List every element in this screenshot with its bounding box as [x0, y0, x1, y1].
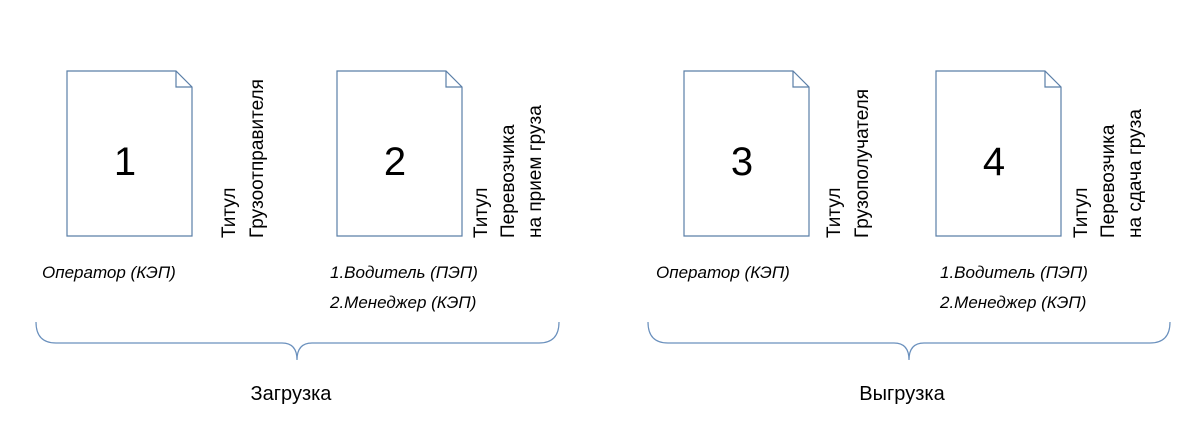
document-fold: [175, 71, 192, 88]
document-number: 2: [384, 140, 406, 184]
document-4: 4 Титул Перевозчика на сдача груза 1.Вод…: [935, 70, 1146, 312]
document-title-line-2: Грузоотправителя: [247, 79, 268, 238]
document-fold: [1044, 71, 1061, 88]
document-3: 3 Титул Грузополучателя Оператор (КЭП): [656, 70, 873, 282]
document-number: 3: [731, 140, 753, 184]
document-title-line-3: на прием груза: [525, 105, 546, 238]
phase-label: Загрузка: [251, 383, 333, 405]
document-signer-1: 1.Водитель (ПЭП): [940, 263, 1088, 282]
document-title-line-2: Грузополучателя: [852, 89, 873, 238]
document-signer-1: 1.Водитель (ПЭП): [330, 263, 478, 282]
document-title-line-1: Титул: [219, 188, 240, 238]
phase-brace: [35, 321, 560, 361]
document-icon: [66, 70, 193, 237]
document-title-line-2: Перевозчика: [1098, 124, 1119, 238]
document-fold: [445, 71, 462, 88]
document-title-line-1: Титул: [1071, 188, 1092, 238]
document-title-line-3: на сдача груза: [1125, 109, 1146, 238]
phase-label: Выгрузка: [859, 383, 945, 405]
document-signer-2: 2.Менеджер (КЭП): [939, 293, 1086, 312]
document-icon: [683, 70, 810, 237]
document-1: 1 Титул Грузоотправителя Оператор (КЭП): [42, 70, 268, 282]
phase-brace: [647, 321, 1171, 361]
document-icon: [336, 70, 463, 237]
document-title-line-1: Титул: [824, 188, 845, 238]
document-signer: Оператор (КЭП): [656, 263, 790, 282]
phase-loading: 1 Титул Грузоотправителя Оператор (КЭП) …: [35, 70, 560, 405]
document-2: 2 Титул Перевозчика на прием груза 1.Вод…: [329, 70, 546, 312]
phase-unloading: 3 Титул Грузополучателя Оператор (КЭП) 4…: [647, 70, 1171, 405]
document-signer-2: 2.Менеджер (КЭП): [329, 293, 476, 312]
document-number: 4: [983, 140, 1005, 184]
document-title-line-1: Титул: [471, 188, 492, 238]
document-title-line-2: Перевозчика: [498, 124, 519, 238]
document-icon: [935, 70, 1062, 237]
document-signer: Оператор (КЭП): [42, 263, 176, 282]
document-number: 1: [114, 140, 136, 184]
document-fold: [792, 71, 809, 88]
